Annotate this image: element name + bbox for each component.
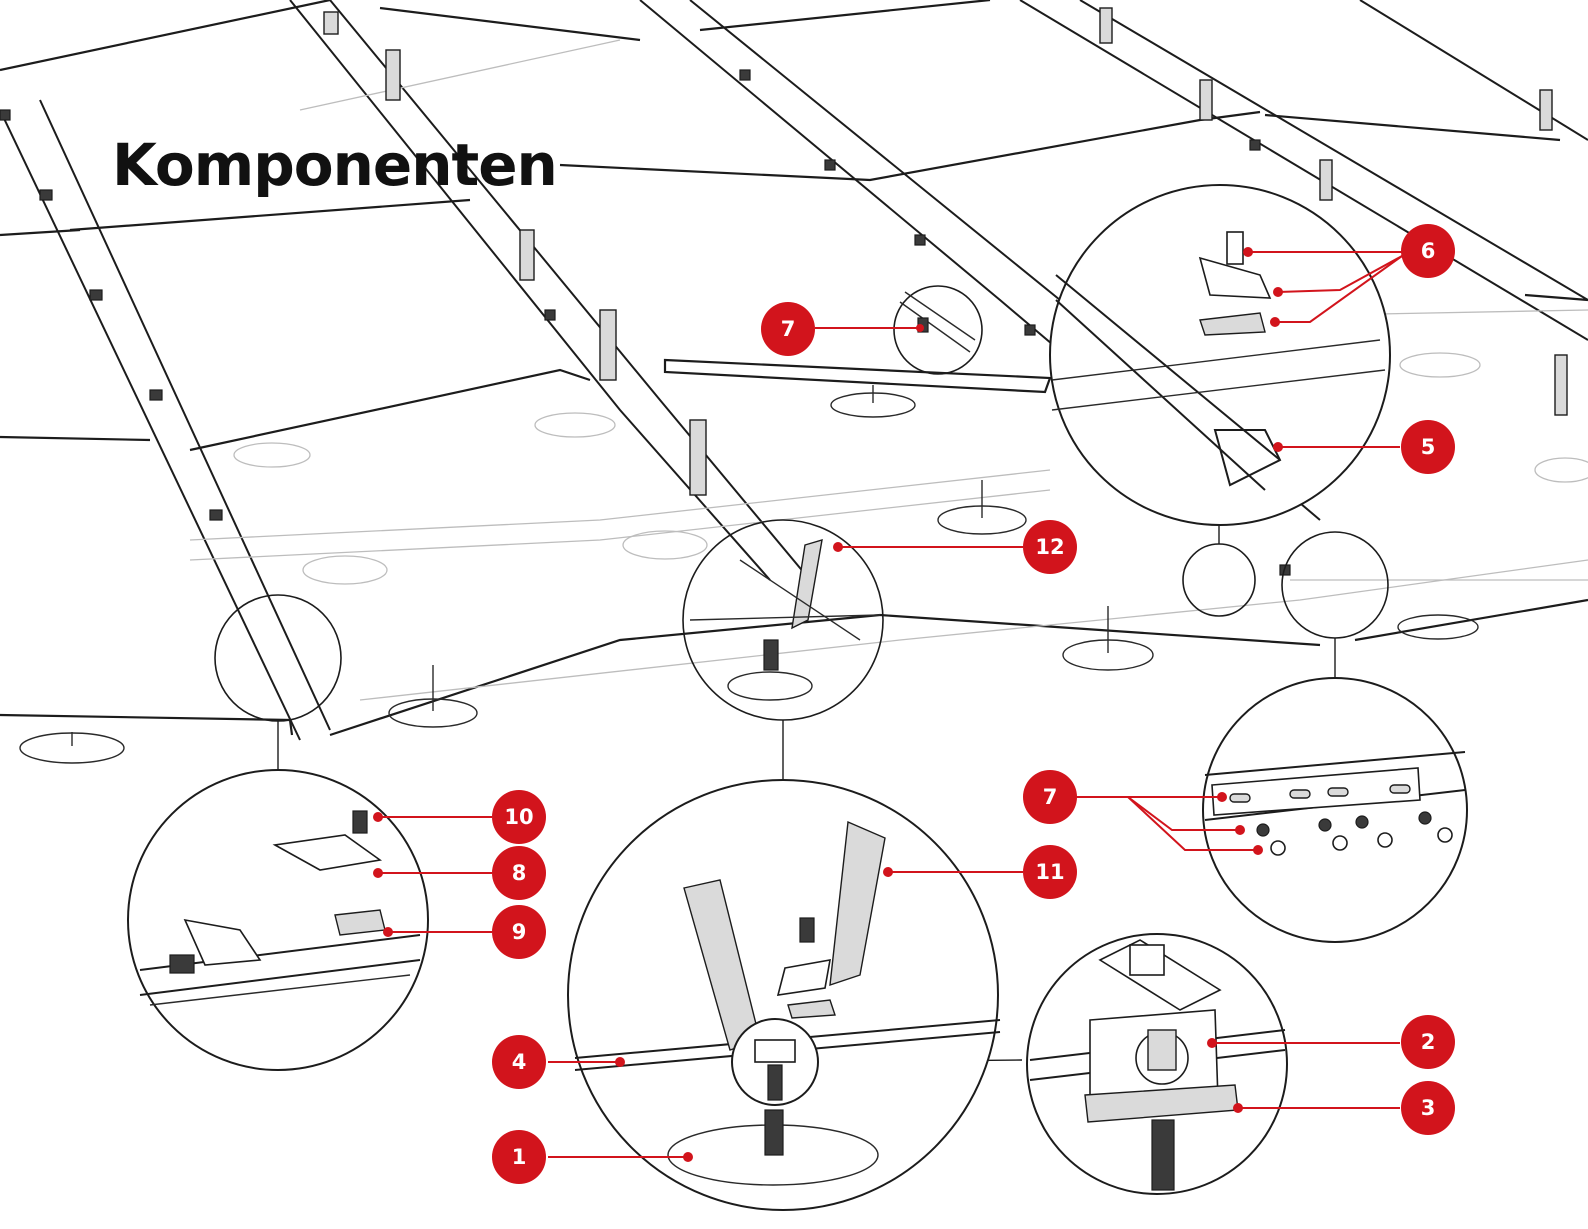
callout-badge-4: 4 [492, 1035, 546, 1089]
callout-badge-7-top: 7 [761, 302, 815, 356]
callout-badge-10: 10 [492, 790, 546, 844]
page-title: Komponenten [112, 131, 558, 199]
callout-dots [373, 247, 1283, 1162]
rear-rails [189, 39, 1588, 701]
rail-clamps [0, 7, 1568, 576]
callout-leaders [378, 251, 1410, 1158]
detail-rail-connector [1202, 677, 1468, 943]
detail-support [567, 779, 1001, 1211]
detail-foot-clamp [1026, 933, 1288, 1195]
detail-rail [1049, 184, 1391, 526]
callout-badge-5: 5 [1401, 420, 1455, 474]
detail-end-clamp [127, 769, 429, 1071]
lens-mid-support [689, 539, 881, 701]
foot-pads [19, 352, 1588, 764]
callout-badge-6: 6 [1401, 224, 1455, 278]
callout-badge-2: 2 [1401, 1015, 1455, 1069]
callout-badge-9: 9 [492, 905, 546, 959]
callout-badge-1: 1 [492, 1130, 546, 1184]
callout-badge-7-detail: 7 [1023, 770, 1077, 824]
callout-badge-12: 12 [1023, 520, 1077, 574]
lens-end-clamp [899, 291, 976, 353]
solar-panels [0, 0, 1588, 737]
callout-badge-8: 8 [492, 846, 546, 900]
solar-array [0, 0, 1588, 764]
callout-badge-3: 3 [1401, 1081, 1455, 1135]
callout-badge-11: 11 [1023, 845, 1077, 899]
